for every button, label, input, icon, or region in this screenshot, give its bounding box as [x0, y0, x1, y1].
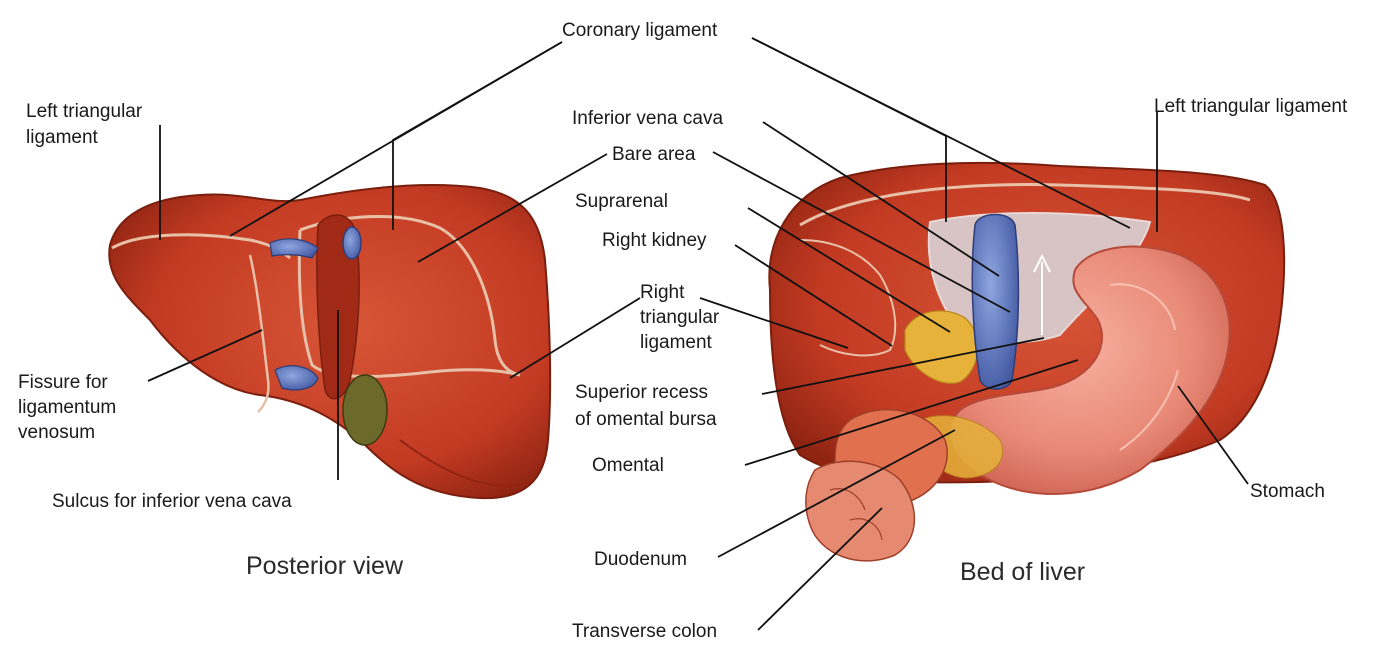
label-right-kidney: Right kidney [602, 230, 707, 251]
label-stomach: Stomach [1250, 481, 1325, 502]
label-omental: Omental [592, 455, 664, 476]
bed-inferior-vena-cava [972, 214, 1018, 389]
label-sulcus-ivc: Sulcus for inferior vena cava [52, 491, 292, 512]
label-suprarenal: Suprarenal [575, 191, 668, 212]
label-inferior-vena-cava: Inferior vena cava [572, 108, 723, 129]
bed-of-liver [769, 163, 1284, 561]
label-bare-area: Bare area [612, 144, 696, 165]
posterior-gallbladder [343, 375, 387, 445]
label-fissure-ligamentum-venosum: Fissure for ligamentum venosum [18, 372, 122, 443]
caption-posterior-view: Posterior view [246, 552, 404, 580]
label-superior-recess: Superior recess of omental bursa [575, 382, 717, 430]
label-transverse-colon: Transverse colon [572, 621, 717, 642]
label-coronary-ligament: Coronary ligament [562, 20, 718, 41]
posterior-hepatic-vein [343, 227, 361, 259]
label-right-triangular-ligament: Right triangular ligament [640, 282, 725, 353]
label-left-triangular-ligament-bed: Left triangular ligament [1154, 96, 1348, 117]
posterior-liver [109, 185, 550, 498]
label-duodenum: Duodenum [594, 549, 687, 570]
caption-bed-of-liver: Bed of liver [960, 558, 1085, 586]
label-left-triangular-ligament-posterior: Left triangular ligament [26, 101, 147, 148]
